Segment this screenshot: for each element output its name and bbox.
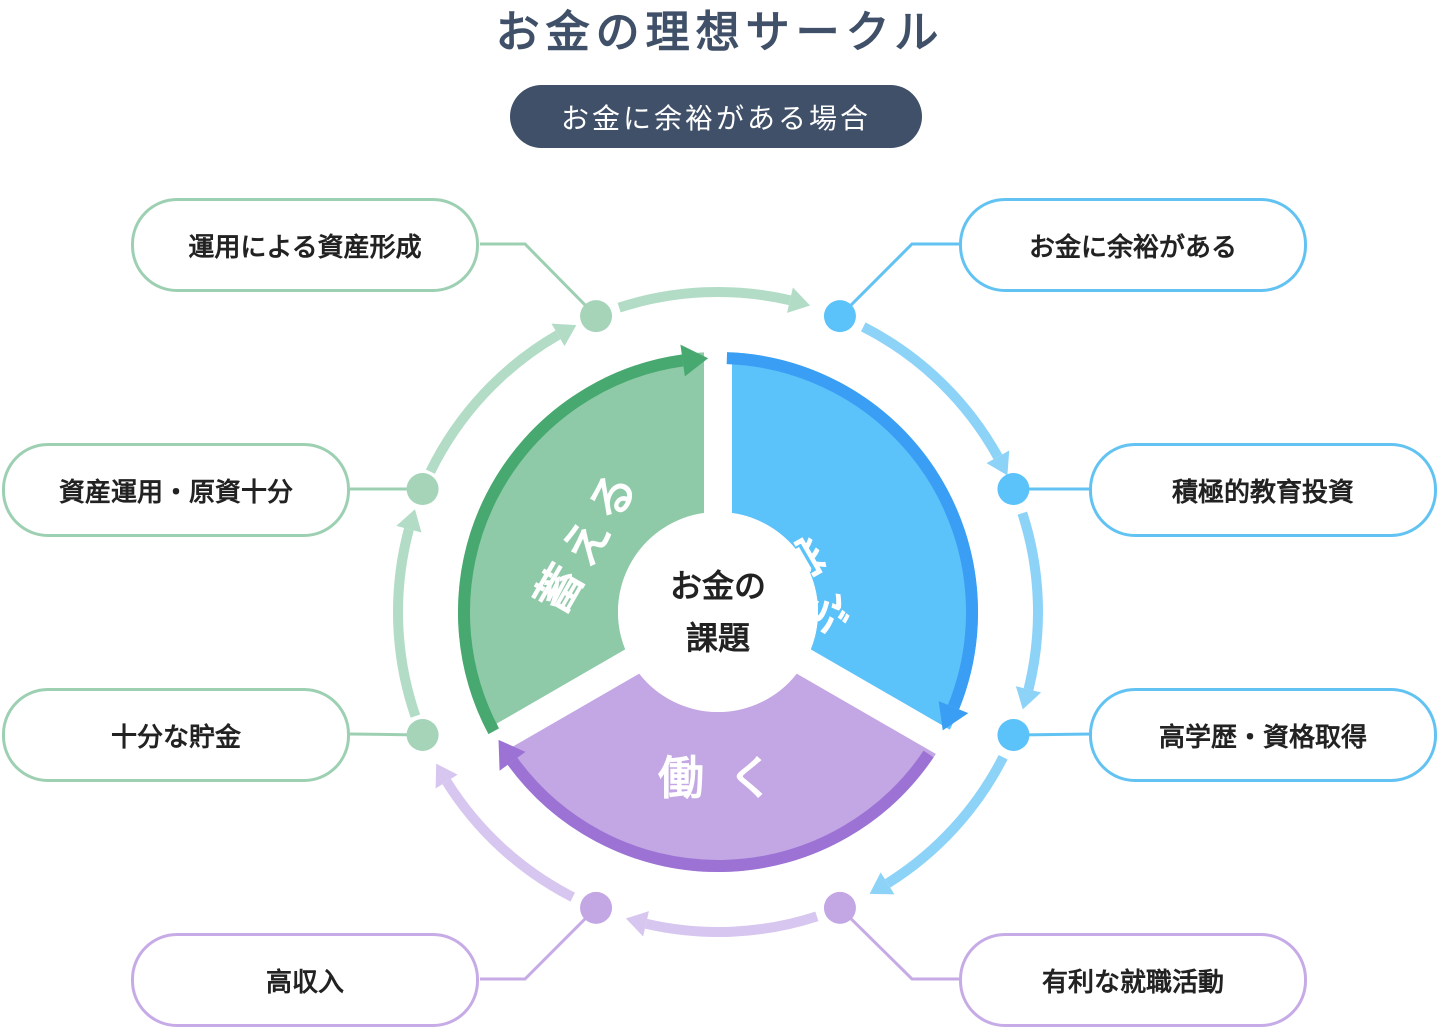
- label-high-income: 高収入: [131, 933, 479, 1027]
- cycle-arrow-6: [644, 911, 819, 937]
- label-education-investment: 積極的教育投資: [1089, 443, 1437, 537]
- connector-line: [480, 906, 598, 981]
- learn-arrow-head: [938, 701, 969, 731]
- cycle-arrow-3-head: [986, 450, 1010, 476]
- cycle-node: [406, 718, 439, 751]
- scenario-badge: お金に余裕がある場合: [510, 85, 922, 148]
- work-arrow: [507, 750, 934, 872]
- cycle-arrow-1-head: [551, 323, 577, 347]
- connector-line: [838, 242, 962, 318]
- cycle-arrow-2-head: [787, 287, 811, 313]
- diagram-title: お金の理想サークル: [495, 7, 945, 58]
- center-line-2: 課題: [685, 619, 750, 657]
- cycle-arrow-7: [442, 778, 575, 902]
- save-arrow-head: [680, 344, 709, 377]
- cycle-arrow-6-head: [625, 911, 649, 937]
- save-arrow: [458, 354, 684, 735]
- segment-work: [492, 662, 944, 872]
- cycle-arrow-5: [884, 755, 1008, 888]
- cycle-arrow-0-head: [396, 509, 422, 533]
- cycle-node: [580, 300, 613, 333]
- cycle-arrow-0: [393, 527, 421, 718]
- center-label: お金の 課題: [618, 560, 818, 664]
- work-arrow-head: [498, 739, 526, 771]
- center-line-1: お金の: [669, 567, 766, 605]
- label-savings: 十分な貯金: [2, 688, 350, 782]
- cycle-arrow-4: [1017, 511, 1043, 691]
- connector-line: [480, 242, 598, 318]
- cycle-arrow-7-head: [435, 763, 458, 789]
- cycle-node: [580, 891, 613, 924]
- center-circle: [618, 512, 818, 712]
- cycle-node: [997, 718, 1030, 751]
- learn-arrow: [726, 352, 978, 710]
- cycle-node: [823, 891, 856, 924]
- segment-label-work: 働く: [658, 751, 798, 805]
- label-job-hunting: 有利な就職活動: [959, 933, 1307, 1027]
- cycle-node: [997, 473, 1030, 506]
- cycle-arrow-2: [617, 287, 792, 313]
- cycle-arrow-1: [425, 330, 561, 474]
- cycle-node: [406, 473, 439, 506]
- label-money-surplus: お金に余裕がある: [959, 198, 1307, 292]
- cycle-arrow-5-head: [869, 872, 895, 895]
- label-asset-management: 資産運用・原資十分: [2, 443, 350, 537]
- cycle-node: [823, 300, 856, 333]
- cycle-arrow-4-head: [1015, 686, 1042, 710]
- label-education-qualifications: 高学歴・資格取得: [1089, 688, 1437, 782]
- connector-line: [838, 906, 962, 981]
- label-asset-formation: 運用による資産形成: [131, 198, 479, 292]
- cycle-arrow-3: [861, 322, 1003, 460]
